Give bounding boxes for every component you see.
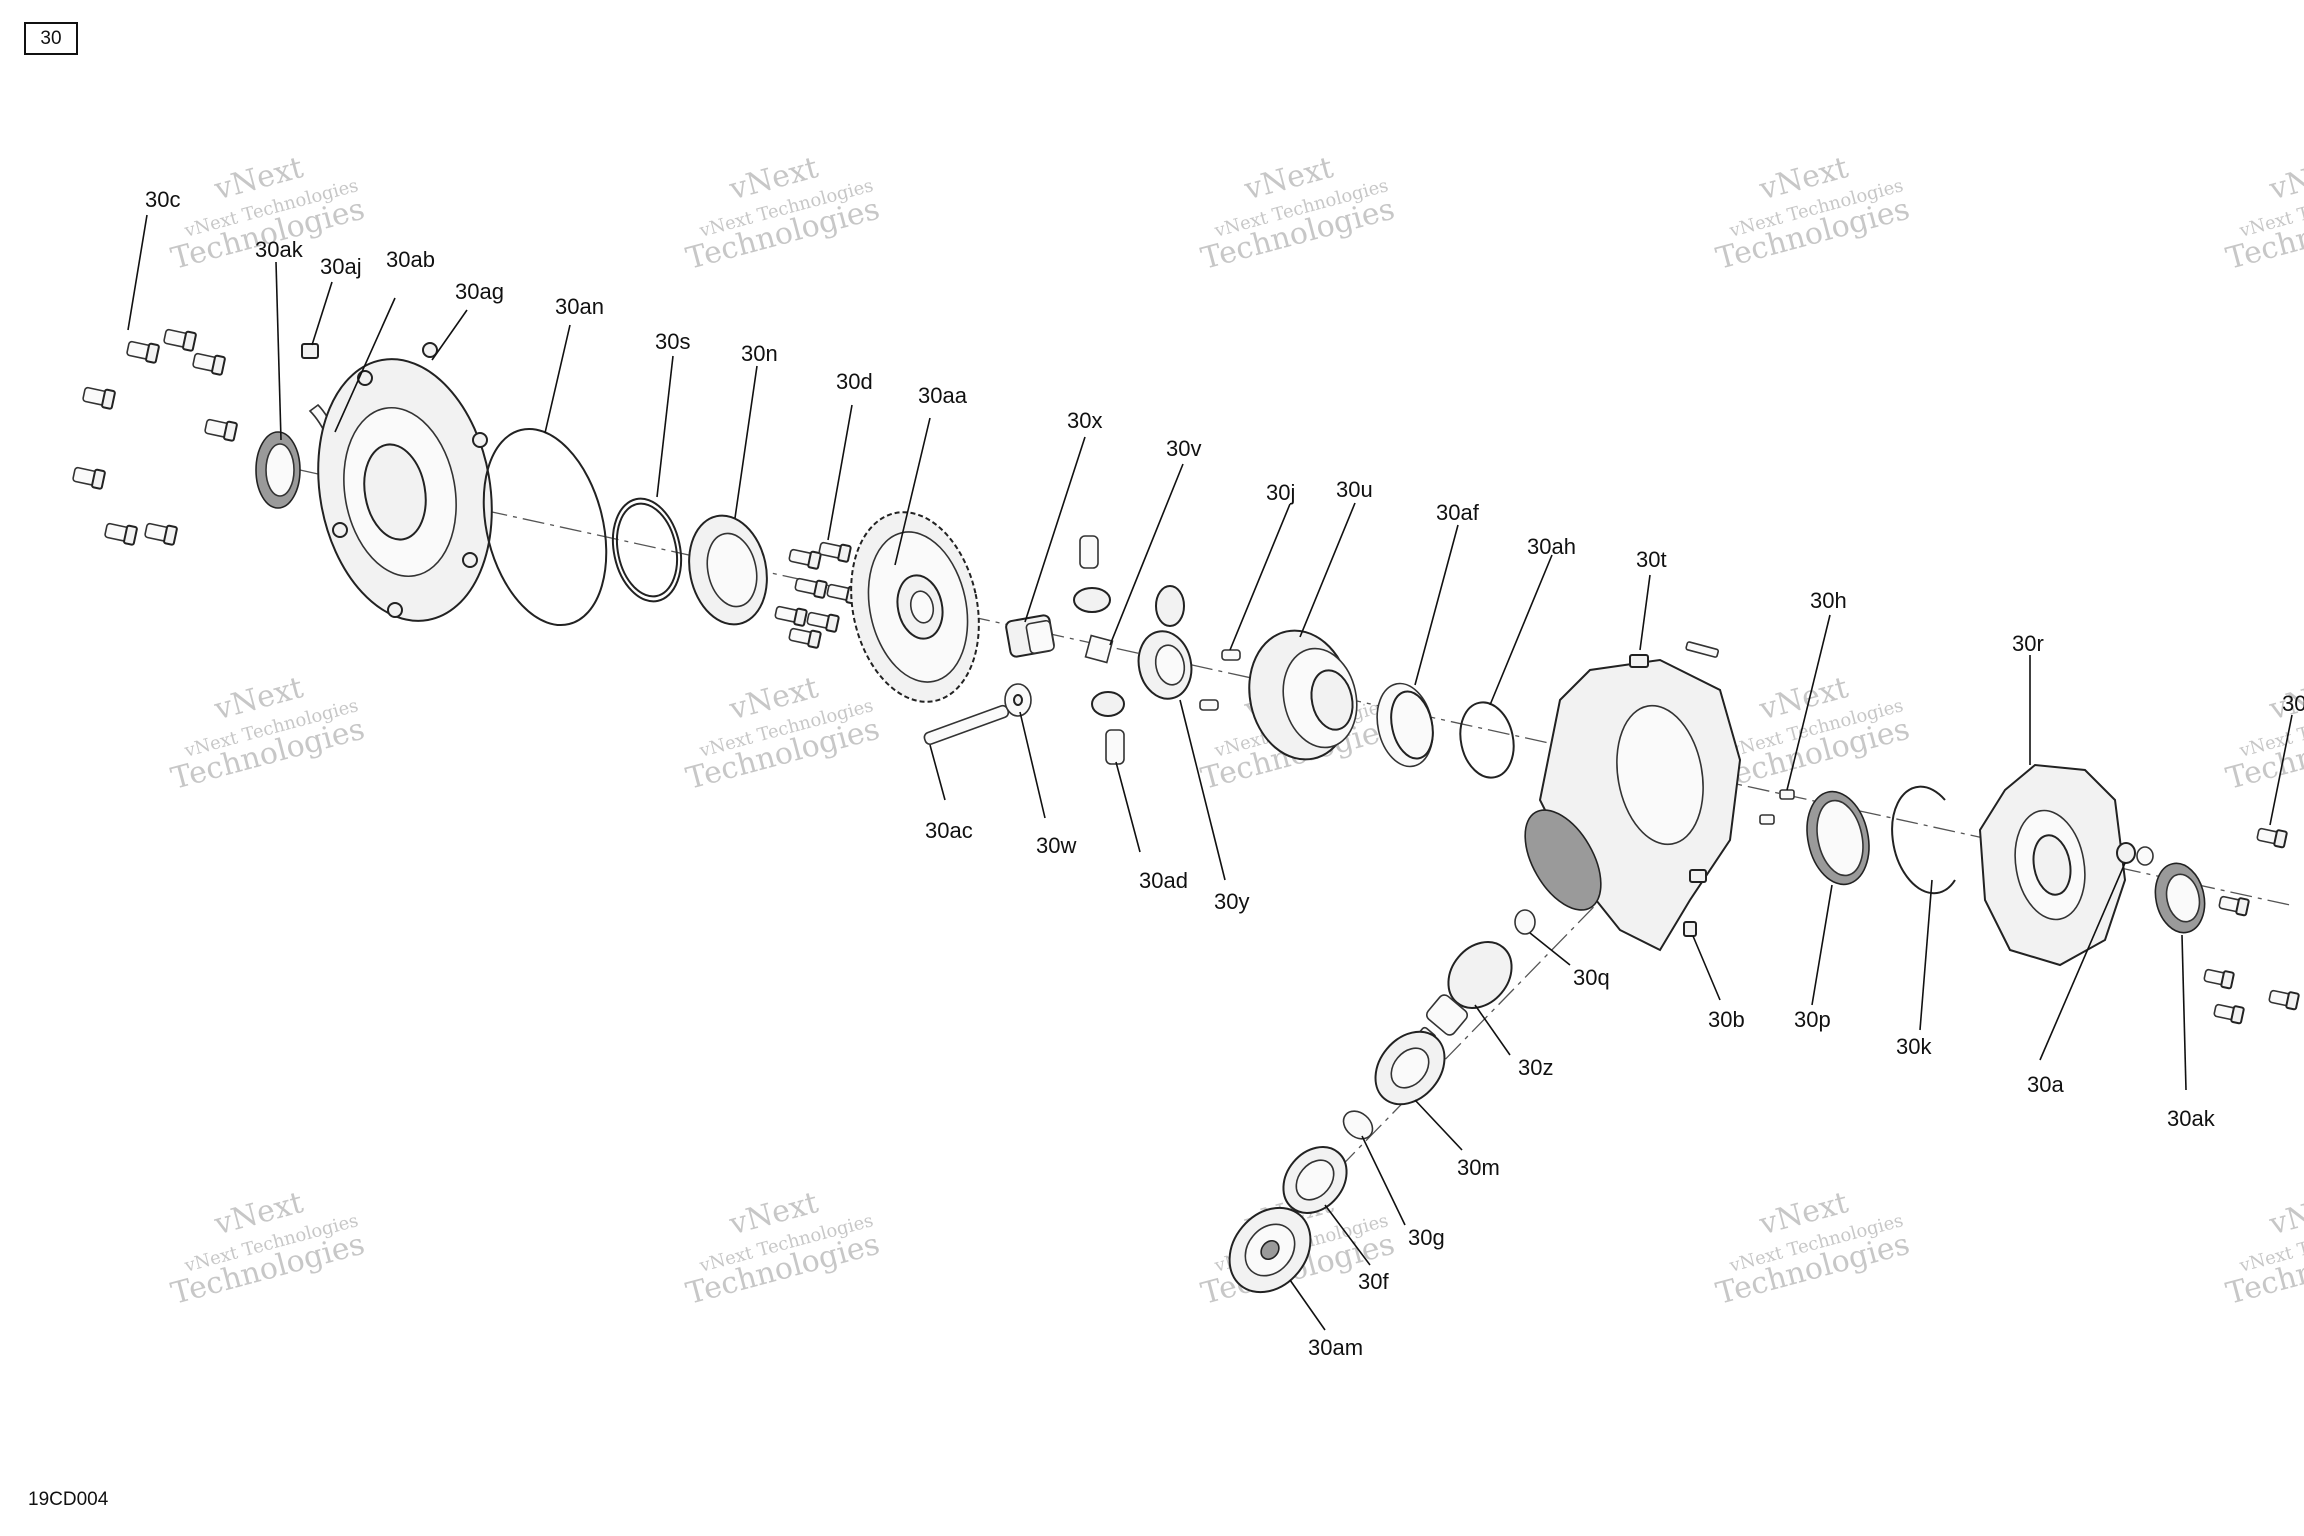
callout-label: 30ad [1139, 868, 1188, 893]
pinion-bearing [1374, 1030, 1446, 1106]
pinion-gear [1415, 941, 1513, 1048]
callout-label: 30ak [255, 237, 304, 262]
callout-label: 30x [1067, 408, 1102, 433]
watermark: vNext vNext Technologies Technologies [168, 1185, 369, 1312]
snap-ring-k [1891, 785, 1956, 895]
watermark: vNext vNext Technologies Technologies [2223, 1185, 2304, 1312]
differential-housing [1524, 641, 1742, 952]
svg-text:Technologies: Technologies [2223, 712, 2304, 797]
callout-label: 30m [1457, 1155, 1500, 1180]
callout-label: 30aa [918, 383, 968, 408]
bolt [204, 418, 238, 442]
dowel-pins [1199, 649, 1241, 711]
callout-label: 30c [145, 187, 180, 212]
bolt [104, 522, 138, 546]
callout-label: 30ag [455, 279, 504, 304]
callout-label: 30am [1308, 1335, 1363, 1360]
callout-label: 30q [1573, 965, 1610, 990]
snap-ring-ah [1459, 701, 1515, 779]
watermarks: vNext vNext Technologies Technologies vN… [168, 150, 2304, 1312]
callout-label: 30ab [386, 247, 435, 272]
bolt-group-ring-gear [774, 541, 860, 649]
bolt [72, 466, 106, 490]
watermark: vNext vNext Technologies Technologies [683, 670, 884, 797]
bolt [144, 522, 178, 546]
watermark: vNext vNext Technologies Technologies [2223, 150, 2304, 277]
bolt [163, 328, 197, 352]
bushing-q [1514, 909, 1536, 935]
ring-gear [850, 511, 980, 703]
callout-label: 30h [1810, 588, 1847, 613]
clutch-pack [1137, 630, 1193, 700]
bolt [192, 352, 226, 376]
callout-label: 30ac [925, 818, 973, 843]
watermark: vNext vNext Technologies Technologies [1713, 150, 1914, 277]
seal-p [1806, 790, 1870, 886]
callout-label: 30d [836, 369, 873, 394]
pinion-nut [1282, 1146, 1348, 1214]
watermark: vNext vNext Technologies Technologies [1198, 150, 1399, 277]
callout-label: 30ak [2167, 1106, 2216, 1131]
callout-label: 30k [1896, 1034, 1932, 1059]
svg-text:Technologies: Technologies [2223, 1227, 2304, 1312]
callout-label: 30ah [1527, 534, 1576, 559]
callout-label: 30f [1358, 1269, 1389, 1294]
watermark: vNext vNext Technologies Technologies [1713, 1185, 1914, 1312]
pinion-washer [1342, 1110, 1374, 1140]
bolt [126, 340, 160, 364]
figure-code: 19CD004 [28, 1489, 109, 1510]
callout-label: 30s [655, 329, 690, 354]
bolt-group-left [72, 328, 238, 546]
thrust-washer [1004, 683, 1032, 717]
plug-b [1683, 921, 1697, 937]
callout-label: 30u [1336, 477, 1373, 502]
parts [72, 328, 2300, 1294]
watermark: vNext vNext Technologies Technologies [683, 1185, 884, 1312]
oil-seal-right [2154, 862, 2206, 934]
callout-label: 30an [555, 294, 604, 319]
callout-label: 30n [741, 341, 778, 366]
bearing-left [688, 514, 768, 626]
callout-label: 30p [1794, 1007, 1831, 1032]
callout-label: 30v [1166, 436, 1201, 461]
pinion-flange [1228, 1206, 1312, 1294]
callout-label: 30j [1266, 480, 1295, 505]
svg-text:vNext: vNext [2265, 150, 2304, 207]
callout-label: 30b [1708, 1007, 1745, 1032]
callout-label: 30r [2012, 631, 2044, 656]
end-cover [1978, 763, 2127, 967]
callout-label: 30z [1518, 1055, 1553, 1080]
figure-number-box: 30 [24, 22, 78, 55]
watermark: vNext vNext Technologies Technologies [168, 670, 369, 797]
bolt [82, 386, 116, 410]
gear-carrier [1248, 629, 1358, 761]
differential-cover [317, 342, 493, 622]
oil-seal-left [255, 431, 301, 509]
fittings-h [1759, 789, 1795, 825]
callout-label: 30aj [320, 254, 362, 279]
callout-label: 30g [1408, 1225, 1445, 1250]
svg-text:Technologies: Technologies [2223, 192, 2304, 277]
small-bushing [2116, 842, 2154, 866]
callout-label: 30w [1036, 833, 1076, 858]
band-ring [1376, 682, 1434, 768]
callout-labels: 30c 30ak 30aj 30ab 30ag 30an 30s 30n 30d… [145, 187, 2304, 1360]
callout-label: 30af [1436, 500, 1480, 525]
leader-lines [127, 214, 2293, 1331]
side-gear-assembly [1005, 535, 1185, 765]
callout-label: 30 [2282, 691, 2304, 716]
shim-ring [611, 497, 683, 603]
o-ring-large [482, 427, 608, 627]
watermark: vNext vNext Technologies Technologies [683, 150, 884, 277]
callout-label: 30t [1636, 547, 1667, 572]
figure-number: 30 [40, 27, 62, 49]
bolt-group-right [2203, 827, 2300, 1025]
svg-text:vNext: vNext [2265, 1185, 2304, 1242]
callout-label: 30a [2027, 1072, 2064, 1097]
callout-label: 30y [1214, 889, 1249, 914]
cross-shaft [923, 704, 1010, 746]
